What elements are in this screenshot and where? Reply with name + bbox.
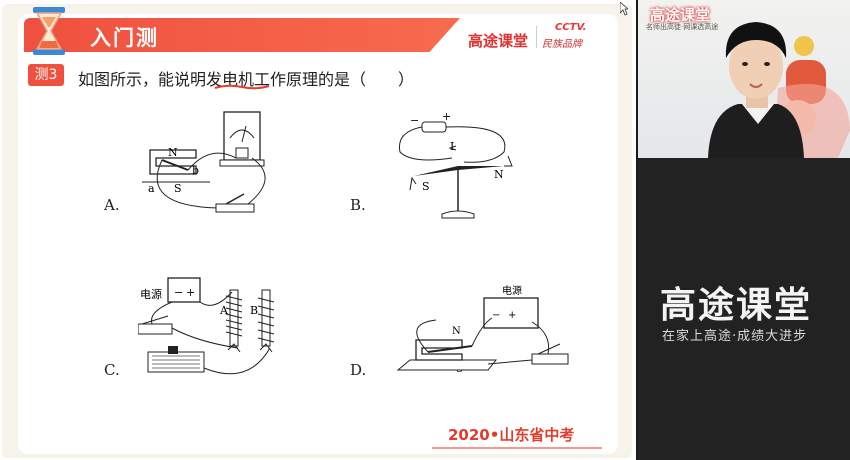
panel-brand-logo: 高途课堂	[660, 285, 813, 326]
teacher-camera-feed	[638, 0, 850, 158]
teacher-video	[708, 22, 850, 158]
exam-source-underline	[432, 447, 602, 449]
option-b-label[interactable]: B.	[350, 196, 366, 214]
panel-brand-slogan: 在家上高途·成绩大进步	[662, 329, 808, 344]
option-d-text-plus: +	[508, 310, 516, 321]
option-a-label[interactable]: A.	[104, 196, 120, 214]
option-b-text-plus: +	[442, 110, 451, 123]
option-c-label[interactable]: C.	[104, 361, 120, 379]
option-d-text-minus: −	[492, 310, 500, 321]
header-title: 入门测	[90, 26, 159, 50]
option-c-text-b: B	[250, 304, 258, 317]
option-a-text-n: N	[168, 146, 178, 159]
slide: 入门测 高途课堂 CCTV. 民族品牌 测3 如图所示，能说明发电机工作原理的是…	[0, 0, 636, 460]
option-c-diagram: 电源 − + A B	[138, 277, 275, 375]
option-c-text-power: 电源	[140, 287, 162, 301]
question-text: 如图所示，能说明发电机工作原理的是（ ）	[78, 70, 415, 89]
option-d-label[interactable]: D.	[350, 361, 367, 379]
cctv-subtitle: 民族品牌	[542, 39, 582, 50]
option-c-text-plus: +	[186, 286, 195, 299]
cursor-icon	[620, 2, 628, 16]
slide-card	[18, 14, 618, 454]
highlight-underline	[214, 84, 270, 90]
option-a-diagram: N S a b	[142, 111, 266, 213]
camera-brand-logo: 高途课堂	[650, 6, 711, 24]
option-b-text-s: S	[422, 180, 430, 193]
question-badge: 测3	[28, 64, 64, 86]
option-b-text-i: I	[450, 140, 454, 153]
option-c-text-minus: −	[174, 286, 183, 299]
option-d-diagram: 电源 − + N S	[396, 284, 569, 375]
option-a-text-a: a	[148, 182, 155, 195]
option-a-text-b: b	[192, 164, 199, 177]
option-b-diagram: − + I S N	[398, 110, 513, 219]
option-c-text-a: A	[219, 304, 229, 317]
option-b-text-minus: −	[410, 114, 419, 127]
camera-brand-slogan: 名师出高徒·网课选高途	[646, 23, 719, 31]
exam-source: 2020•山东省中考	[448, 426, 575, 444]
option-d-text-n: N	[452, 326, 461, 337]
hourglass-icon	[33, 7, 65, 55]
brand-logo: 高途课堂	[468, 32, 529, 50]
cctv-logo: CCTV.	[555, 22, 587, 33]
right-brand-panel	[638, 158, 850, 460]
option-b-text-n: N	[494, 168, 504, 181]
option-d-text-power: 电源	[502, 284, 522, 297]
header-bar	[24, 18, 460, 52]
brand-divider	[536, 26, 537, 48]
option-a-text-s: S	[174, 182, 182, 195]
